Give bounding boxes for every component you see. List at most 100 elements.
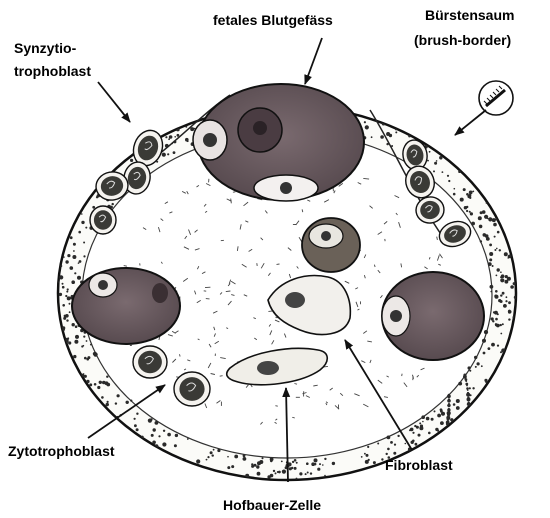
- speckle: [75, 335, 79, 339]
- speckle: [508, 301, 511, 304]
- speckle: [187, 438, 189, 440]
- speckle: [484, 330, 488, 334]
- speckle: [227, 466, 230, 469]
- speckle: [470, 212, 473, 215]
- speckle: [492, 265, 494, 267]
- speckle: [466, 385, 468, 387]
- label-brush-border-line2: (brush-border): [414, 32, 511, 48]
- speckle: [361, 456, 363, 458]
- speckle: [62, 283, 64, 285]
- speckle: [447, 404, 450, 407]
- speckle: [446, 423, 449, 426]
- speckle: [412, 440, 415, 443]
- speckle: [493, 223, 497, 227]
- speckle: [59, 293, 62, 296]
- speckle: [68, 341, 71, 344]
- speckle: [410, 428, 414, 432]
- speckle: [497, 313, 499, 315]
- speckle: [96, 196, 98, 198]
- speckle: [394, 444, 396, 446]
- speckle: [483, 352, 486, 355]
- speckle: [500, 294, 502, 296]
- speckle: [497, 268, 500, 271]
- speckle: [70, 236, 73, 239]
- speckle: [453, 403, 456, 406]
- speckle: [97, 386, 100, 389]
- speckle: [177, 134, 180, 137]
- speckle: [257, 461, 261, 465]
- speckle: [296, 478, 298, 480]
- speckle: [364, 453, 366, 455]
- speckle: [429, 151, 431, 153]
- speckle: [332, 462, 335, 465]
- speckle: [495, 318, 498, 321]
- speckle: [477, 362, 480, 365]
- speckle: [67, 254, 70, 257]
- speckle: [386, 453, 388, 455]
- speckle: [467, 397, 471, 401]
- speckle: [307, 472, 309, 474]
- speckle: [367, 446, 369, 448]
- speckle: [69, 311, 71, 313]
- speckle: [130, 400, 132, 402]
- speckle: [447, 399, 451, 403]
- speckle: [387, 436, 391, 440]
- speckle: [488, 217, 492, 221]
- label-syncytio-line2: trophoblast: [14, 63, 91, 79]
- speckle: [305, 473, 307, 475]
- speckle: [63, 329, 65, 331]
- speckle: [94, 353, 98, 357]
- speckle: [130, 159, 133, 162]
- speckle: [83, 345, 85, 347]
- speckle: [368, 459, 370, 461]
- speckle: [158, 435, 160, 437]
- speckle: [469, 191, 473, 195]
- speckle: [83, 373, 85, 375]
- speckle: [64, 316, 66, 318]
- speckle: [270, 460, 273, 463]
- speckle: [434, 410, 436, 412]
- speckle: [485, 381, 487, 383]
- speckle: [92, 206, 95, 209]
- speckle: [324, 475, 326, 477]
- speckle: [257, 472, 261, 476]
- speckle: [296, 462, 298, 464]
- speckle: [453, 193, 456, 196]
- speckle: [458, 382, 462, 386]
- cytotrophoblast-cell: [90, 206, 116, 234]
- speckle: [507, 257, 509, 259]
- speckle: [416, 426, 419, 429]
- speckle: [467, 389, 469, 391]
- speckle: [470, 394, 472, 396]
- speckle: [491, 317, 494, 320]
- speckle: [291, 467, 293, 469]
- label-fibroblast: Fibroblast: [385, 457, 453, 473]
- speckle: [390, 441, 393, 444]
- speckle: [273, 470, 275, 472]
- speckle: [478, 216, 482, 220]
- speckle: [174, 444, 177, 447]
- speckle: [479, 225, 483, 229]
- speckle: [412, 432, 414, 434]
- speckle: [447, 413, 450, 416]
- speckle: [500, 324, 502, 326]
- speckle: [447, 418, 450, 421]
- speckle: [79, 260, 82, 263]
- speckle: [84, 357, 87, 360]
- speckle: [422, 421, 424, 423]
- speckle: [115, 402, 117, 404]
- speckle: [456, 399, 460, 403]
- speckle: [185, 126, 187, 128]
- speckle: [463, 188, 466, 191]
- speckle: [106, 403, 109, 406]
- speckle: [314, 463, 317, 466]
- speckle: [292, 461, 294, 463]
- speckle: [134, 424, 137, 427]
- speckle: [397, 435, 399, 437]
- speckle: [148, 419, 152, 423]
- speckle: [73, 243, 76, 246]
- speckle: [465, 380, 467, 382]
- speckle: [405, 443, 407, 445]
- speckle: [450, 418, 453, 421]
